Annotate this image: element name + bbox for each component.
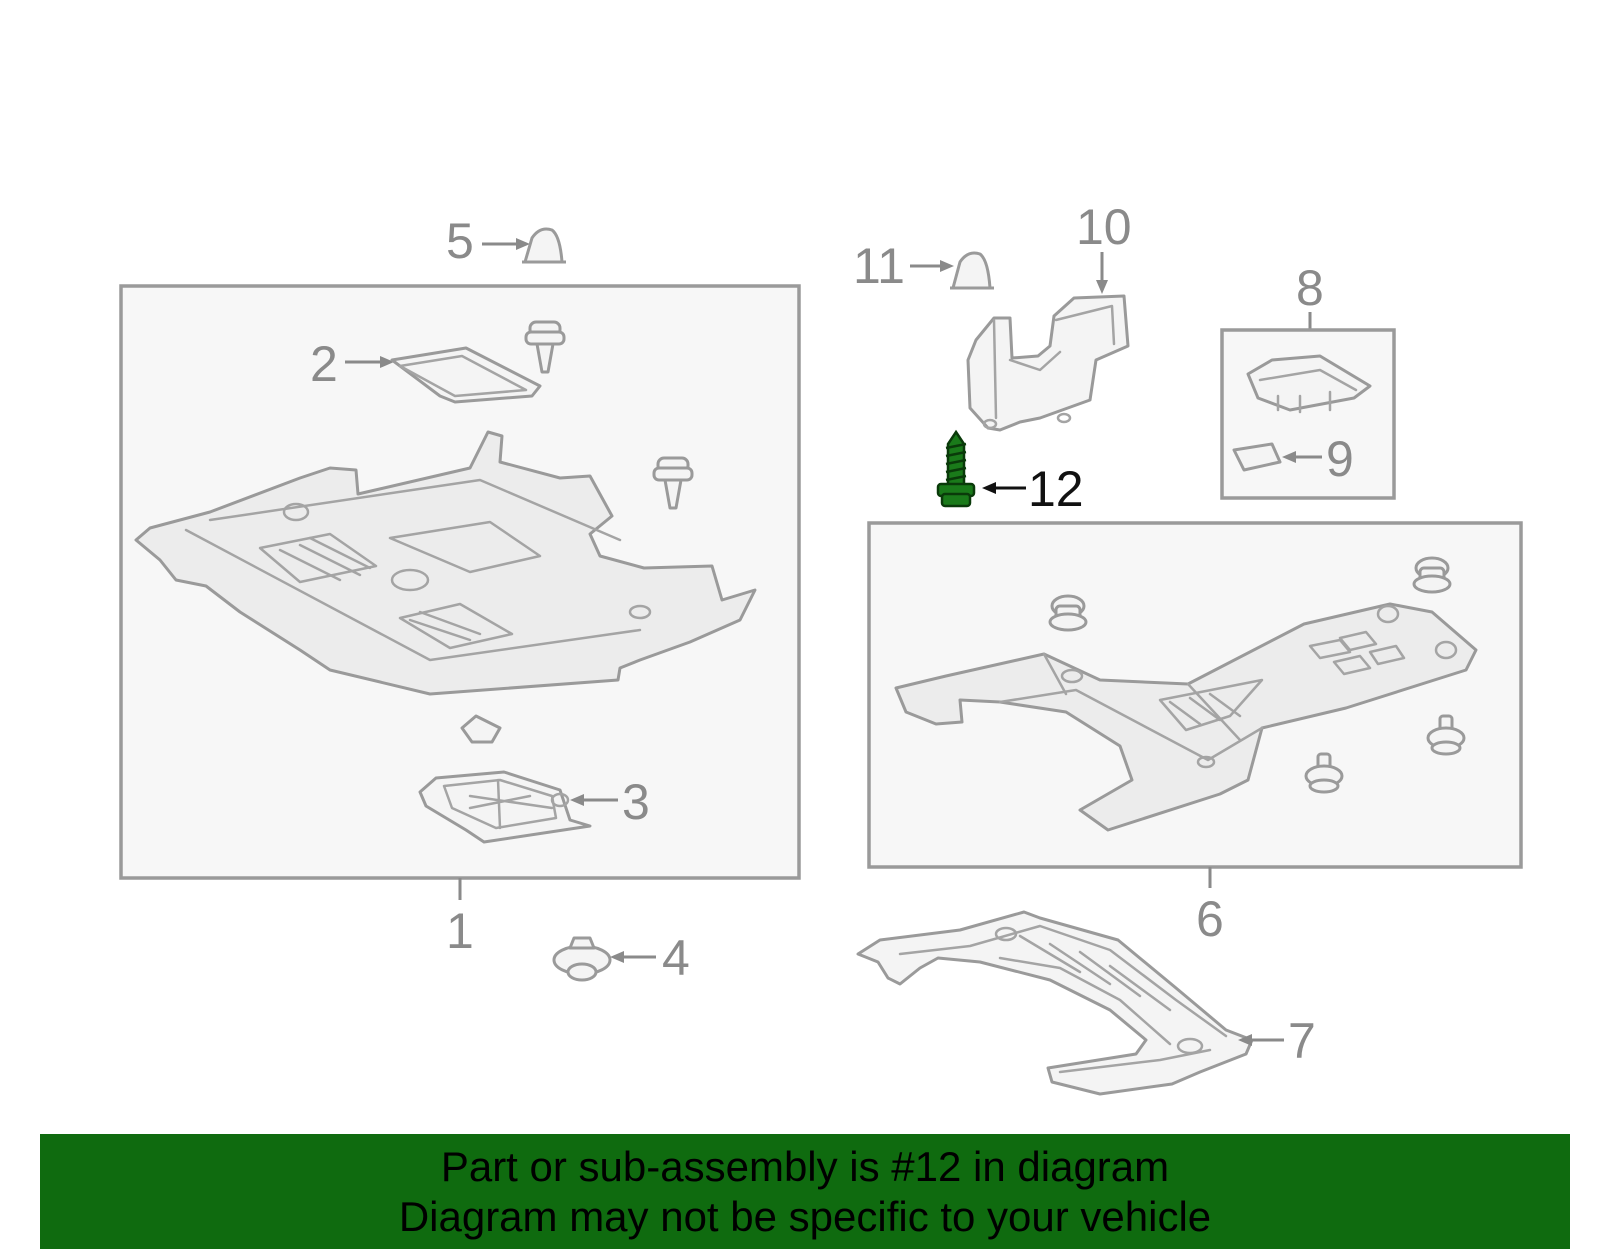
banner-line-disclaimer: Diagram may not be specific to your vehi… bbox=[398, 1192, 1212, 1240]
service-cover-3 bbox=[418, 770, 592, 844]
seal-9 bbox=[1232, 442, 1282, 472]
clip-11 bbox=[950, 251, 994, 290]
info-banner: Part or sub-assembly is #12 in diagram D… bbox=[40, 1134, 1570, 1249]
retainer-small bbox=[460, 714, 502, 744]
screw-b bbox=[1304, 752, 1344, 794]
grommet-b bbox=[1412, 556, 1452, 594]
callout-8[interactable]: 8 bbox=[1296, 260, 1324, 316]
highlighted-bolt-12[interactable] bbox=[936, 429, 976, 508]
push-clip-b bbox=[652, 456, 694, 510]
clip-4 bbox=[552, 936, 612, 982]
callout-6[interactable]: 6 bbox=[1196, 891, 1224, 947]
screw-a bbox=[1426, 714, 1466, 756]
callout-3[interactable]: 3 bbox=[622, 774, 650, 830]
under-cover-frame-7 bbox=[856, 910, 1254, 1096]
callout-9[interactable]: 9 bbox=[1326, 431, 1354, 487]
grommet-a bbox=[1048, 594, 1088, 632]
callout-11[interactable]: 11 bbox=[853, 238, 905, 294]
callout-10[interactable]: 10 bbox=[1076, 199, 1132, 255]
callout-12[interactable]: 12 bbox=[1028, 461, 1084, 517]
callout-7[interactable]: 7 bbox=[1288, 1013, 1316, 1069]
callout-1[interactable]: 1 bbox=[446, 903, 474, 959]
clip-5 bbox=[522, 227, 566, 264]
assembly-box-8 bbox=[1220, 328, 1396, 500]
engine-under-cover-1 bbox=[134, 430, 757, 696]
banner-line-part-number: Part or sub-assembly is #12 in diagram bbox=[440, 1142, 1170, 1190]
callout-4[interactable]: 4 bbox=[662, 930, 690, 986]
callout-5[interactable]: 5 bbox=[446, 213, 474, 269]
callout-2[interactable]: 2 bbox=[310, 336, 338, 392]
push-clip-a bbox=[524, 320, 566, 374]
